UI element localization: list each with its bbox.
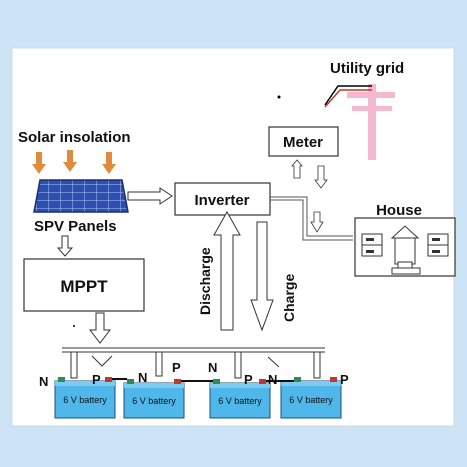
bus-slash (267, 356, 280, 368)
utility-grid-label: Utility grid (330, 60, 404, 77)
window-detail (432, 250, 440, 253)
mppt-box (23, 258, 145, 312)
grid-wire-red (324, 89, 372, 108)
window-detail (432, 238, 440, 241)
sun-ray-arrow-3 (102, 152, 116, 174)
spv-panels-label: SPV Panels (34, 218, 117, 235)
house-step (391, 267, 421, 275)
arrow-panel-to-mppt (56, 235, 74, 257)
battery-body (54, 380, 116, 419)
house-door (394, 237, 416, 265)
terminal-n-label: N (208, 360, 217, 375)
pole-mast (368, 84, 376, 160)
terminal-p-label: P (172, 360, 181, 375)
battery-4: 6 V battery N P (268, 372, 349, 419)
bus-post (234, 351, 242, 379)
charge-label: Charge (281, 274, 297, 322)
battery-terminal-n (58, 377, 65, 382)
battery-body (280, 380, 342, 419)
battery-terminal-n (294, 377, 301, 382)
arrow-to-house (310, 211, 324, 233)
house-label: House (376, 202, 422, 219)
arrow-down-from-meter (314, 165, 328, 189)
battery-terminal-n (213, 379, 220, 384)
meter-box (268, 126, 339, 157)
house-step (397, 261, 413, 269)
terminal-p-label: P (244, 372, 253, 387)
battery-body (209, 382, 271, 419)
battery-body (123, 382, 185, 419)
discharge-arrow (213, 210, 241, 331)
utility-pole (347, 84, 395, 160)
dot (277, 95, 281, 99)
battery-terminal-p (330, 377, 337, 382)
solar-panel (33, 179, 129, 213)
meter-label: Meter (283, 134, 323, 151)
battery-3: 6 V battery N P (208, 360, 271, 419)
window-detail (366, 238, 374, 241)
window-detail (366, 250, 374, 253)
arrow-up-to-meter (291, 159, 303, 179)
terminal-p-label: P (92, 372, 101, 387)
battery-top (281, 381, 341, 386)
battery-bus (62, 347, 325, 379)
battery-terminal-n (127, 379, 134, 384)
inverter-house-wire-2 (270, 199, 353, 241)
battery-terminal-p (259, 379, 266, 384)
battery-terminal-p (174, 379, 181, 384)
battery-label: 6 V battery (132, 396, 176, 406)
battery-top (124, 383, 184, 388)
arrow-mppt-to-bus (88, 312, 112, 344)
sun-ray-arrows (32, 150, 116, 174)
terminal-n-label: N (138, 370, 147, 385)
pole-crossarm-bottom (352, 106, 392, 111)
battery-2: 6 V battery N P (123, 360, 185, 419)
battery-top (210, 383, 270, 388)
charge-arrow (250, 221, 274, 332)
terminal-p-label: P (340, 372, 349, 387)
battery-1: 6 V battery N P (39, 372, 116, 419)
inverter-box (174, 182, 271, 216)
sun-ray-arrow-1 (32, 152, 46, 174)
discharge-label: Discharge (197, 247, 213, 315)
pole-crossarm-top (347, 92, 395, 98)
battery-label: 6 V battery (218, 396, 262, 406)
bus-post (70, 351, 78, 379)
battery-top (55, 381, 115, 386)
sun-ray-arrow-2 (63, 150, 77, 172)
arrow-panel-to-inverter (127, 187, 173, 205)
battery-terminal-p (105, 377, 112, 382)
bus-post (313, 351, 321, 379)
dot (73, 325, 75, 327)
battery-label: 6 V battery (63, 395, 107, 405)
bus-post (155, 351, 163, 377)
inverter-house-wire (270, 196, 353, 237)
mppt-label: MPPT (60, 277, 108, 296)
grid-wire (324, 85, 372, 106)
solar-insolation-label: Solar insolation (18, 129, 131, 146)
bus-chevron (91, 355, 113, 367)
terminal-n-label: N (268, 372, 277, 387)
inverter-label: Inverter (194, 192, 249, 209)
battery-label: 6 V battery (289, 395, 333, 405)
house-icon (361, 225, 449, 275)
terminal-n-label: N (39, 374, 48, 389)
